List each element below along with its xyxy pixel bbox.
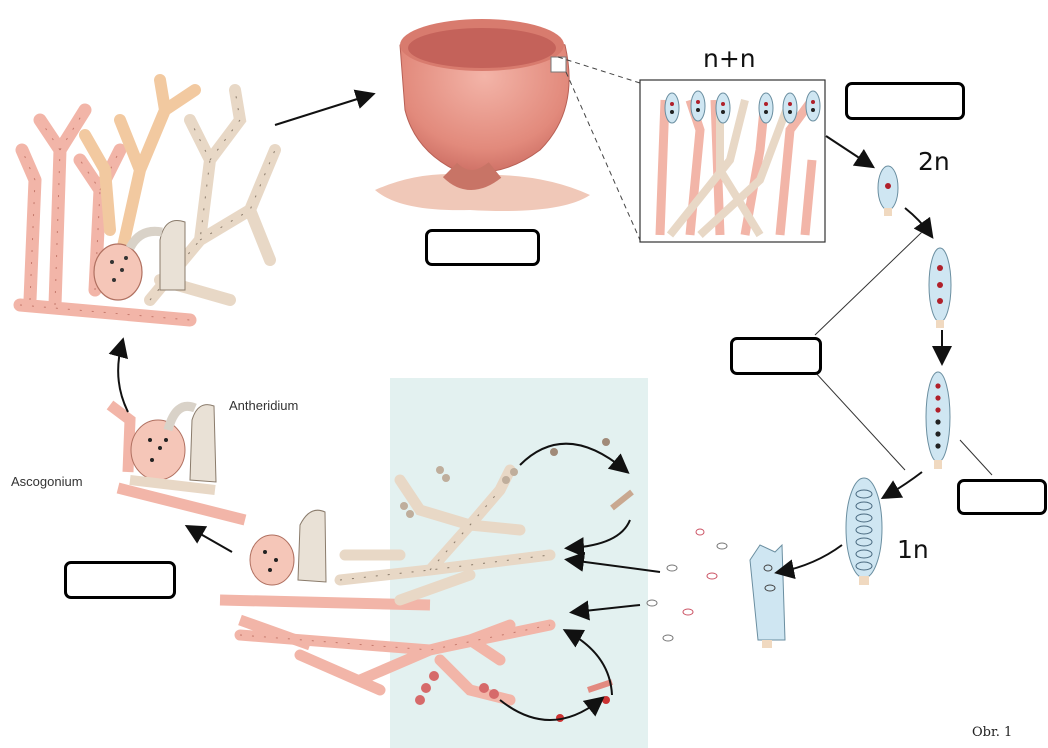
ascogonium-label: Ascogonium [11, 474, 83, 489]
diploid-label: 2n [918, 147, 950, 176]
leader-lines [815, 232, 992, 475]
answer-box-meiosis[interactable] [730, 337, 822, 375]
answer-box-fruiting-body[interactable] [425, 229, 540, 266]
figure-caption: Obr. 1 [972, 725, 1012, 740]
haploid-label: 1n [897, 535, 929, 564]
apothecium-illustration [375, 19, 590, 211]
answer-box-gametangia[interactable] [64, 561, 176, 599]
hymenium-inset [640, 80, 825, 242]
answer-box-ascospores[interactable] [957, 479, 1047, 515]
dikaryotic-hyphae-illustration [20, 80, 275, 320]
gametangia-illustration [110, 405, 245, 520]
answer-box-ascus-layer[interactable] [845, 82, 965, 120]
antheridium-label: Antheridium [229, 398, 298, 413]
dikaryon-label: n+n [703, 44, 756, 73]
